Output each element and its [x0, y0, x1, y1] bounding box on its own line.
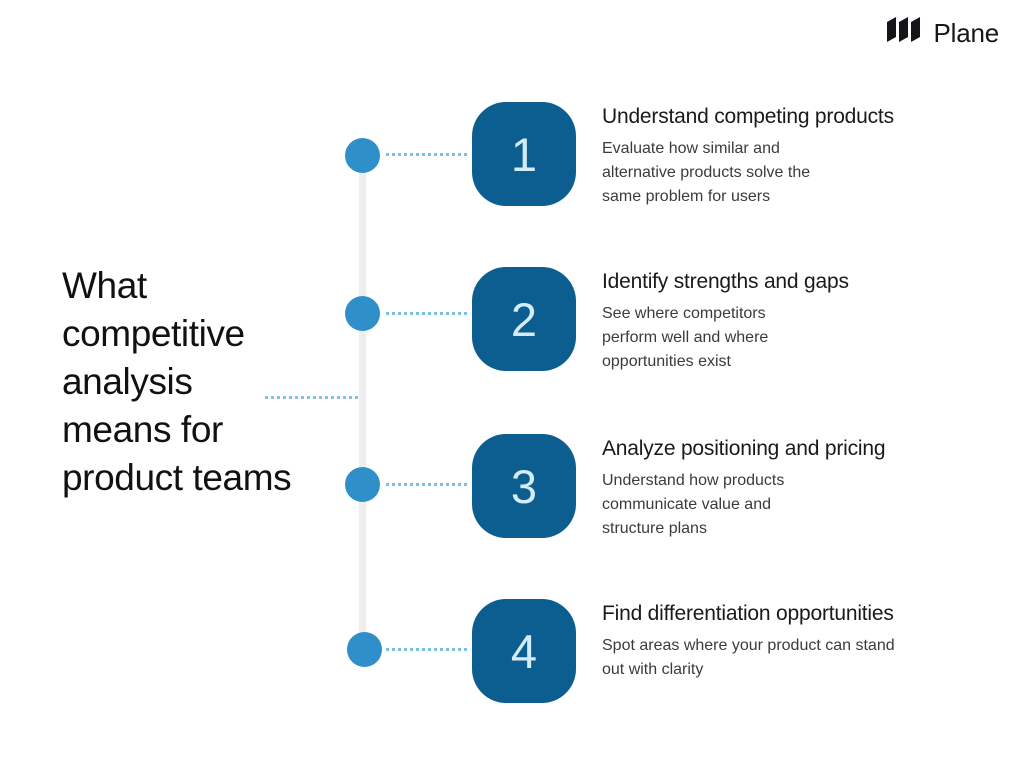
step-number-badge: 3 [472, 434, 576, 538]
step-number-badge: 2 [472, 267, 576, 371]
step-heading: Identify strengths and gaps [602, 270, 849, 293]
step-item-1: 1 Understand competing products Evaluate… [472, 102, 894, 209]
timeline-spine [359, 155, 366, 651]
step-description: Spot areas where your product can stand … [602, 637, 895, 678]
page-title-line-3: analysis [62, 361, 193, 402]
title-to-timeline-connector [265, 396, 365, 399]
page-title-line-2: competitive [62, 313, 245, 354]
step-description: Evaluate how similar and alternative pro… [602, 140, 811, 205]
timeline-dot-1 [345, 138, 380, 173]
step-description: See where competitors perform well and w… [602, 305, 769, 370]
step-text-block: Analyze positioning and pricing Understa… [602, 434, 886, 541]
timeline-connector-2 [386, 312, 468, 315]
step-number-badge: 1 [472, 102, 576, 206]
brand-logo: Plane [886, 17, 1000, 48]
brand-name: Plane [933, 17, 1000, 48]
page-title-line-4: means for [62, 409, 223, 450]
step-item-3: 3 Analyze positioning and pricing Unders… [472, 434, 886, 541]
step-number-badge: 4 [472, 599, 576, 703]
page-title-line-5: product teams [62, 457, 292, 498]
timeline-connector-3 [386, 483, 468, 486]
plane-logo-icon [886, 17, 925, 48]
timeline-dot-4 [347, 632, 382, 667]
timeline-connector-1 [386, 153, 468, 156]
timeline-dot-3 [345, 467, 380, 502]
step-text-block: Identify strengths and gaps See where co… [602, 267, 849, 374]
step-heading: Analyze positioning and pricing [602, 437, 886, 460]
page-title: What competitive analysis means for prod… [62, 262, 332, 502]
page-title-line-1: What [62, 265, 147, 306]
timeline-dot-2 [345, 296, 380, 331]
step-description: Understand how products communicate valu… [602, 472, 785, 537]
step-item-4: 4 Find differentiation opportunities Spo… [472, 599, 902, 703]
step-heading: Find differentiation opportunities [602, 602, 894, 625]
timeline-connector-4 [386, 648, 468, 651]
step-text-block: Find differentiation opportunities Spot … [602, 599, 902, 682]
step-item-2: 2 Identify strengths and gaps See where … [472, 267, 849, 374]
step-text-block: Understand competing products Evaluate h… [602, 102, 894, 209]
step-heading: Understand competing products [602, 105, 894, 128]
